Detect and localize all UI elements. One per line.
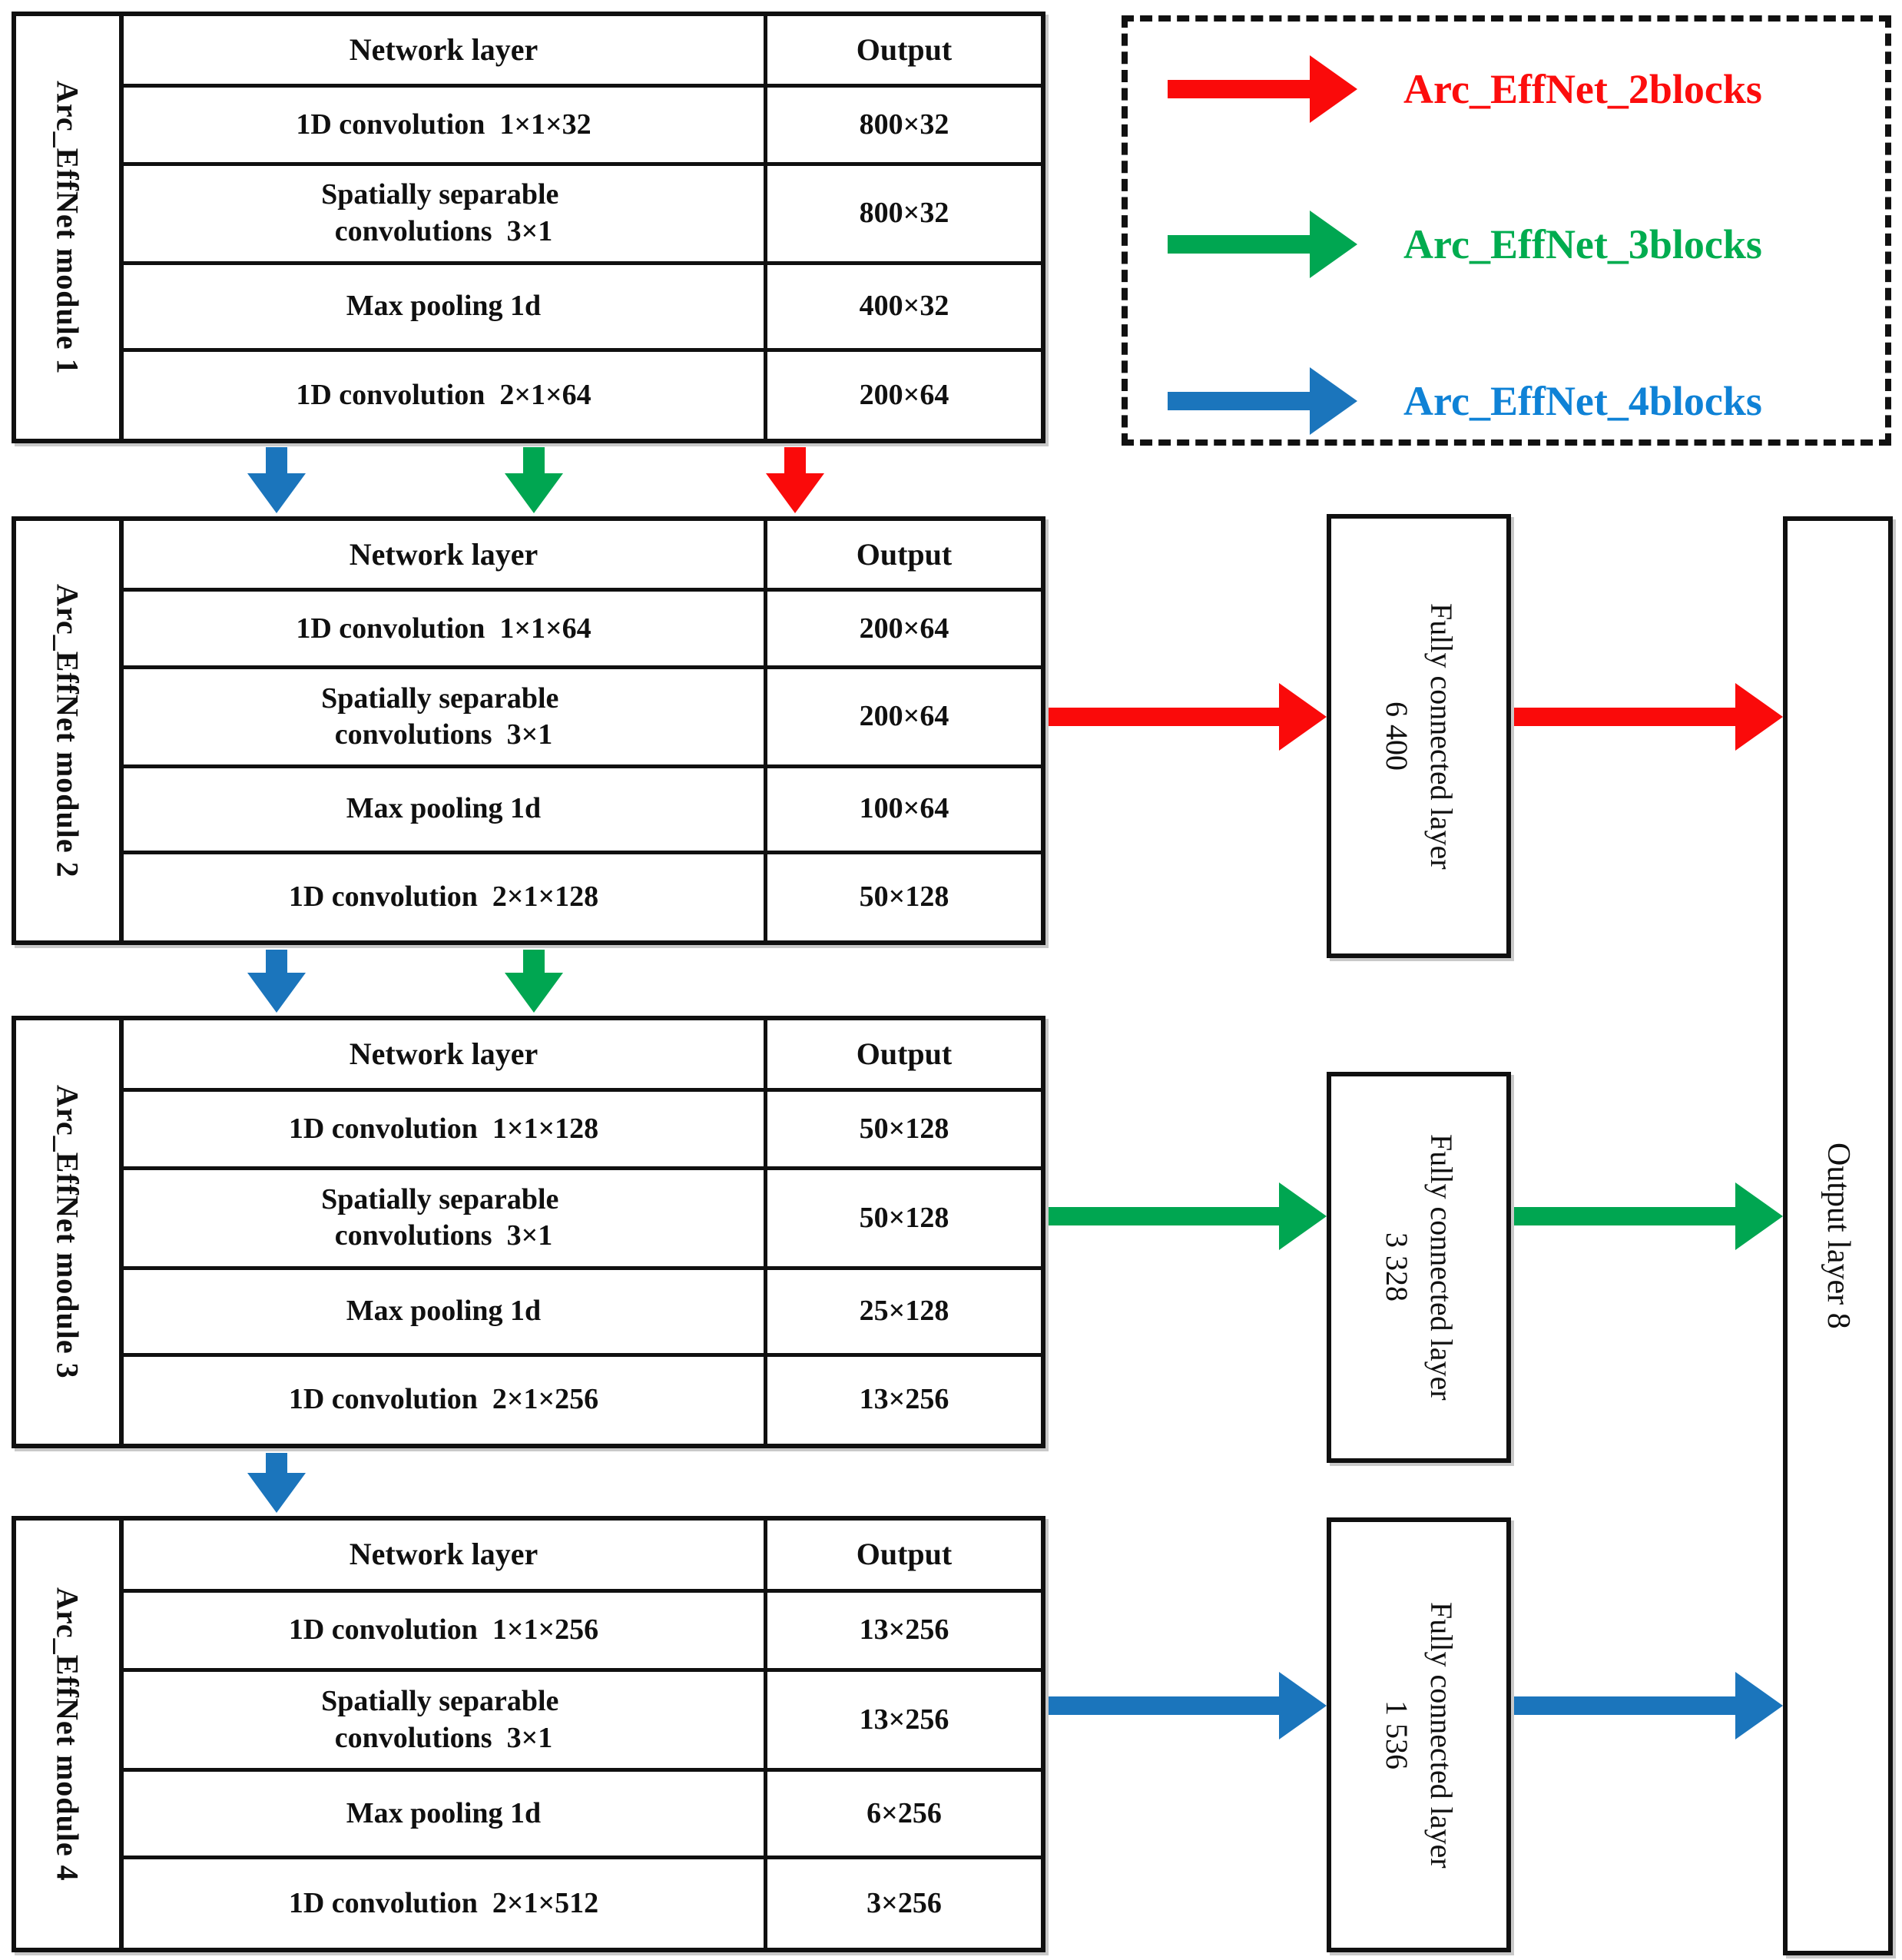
module-3-row-layer: Max pooling 1d <box>124 1265 767 1353</box>
legend-item: Arc_EffNet_2blocks <box>1168 54 1762 124</box>
module-3-header-output: Output <box>856 1036 953 1072</box>
module-4-row-output: 13×256 <box>767 1588 1041 1668</box>
blue-right-arrow-icon <box>1168 366 1357 436</box>
module-3-row-output: 25×128 <box>767 1265 1041 1353</box>
fully-connected-layer-2-box: Fully connected layer 3 328 <box>1327 1072 1511 1463</box>
down-arrow-green-icon <box>505 950 563 1013</box>
module-3-header-layer: Network layer <box>124 1020 767 1089</box>
module-2-row-layer: 1D convolution 2×1×128 <box>124 850 767 940</box>
module-1-row-layer: Spatially separable convolutions 3×1 <box>124 161 767 261</box>
fc-3-line1: Fully connected layer <box>1424 1601 1459 1869</box>
module-1-row-output: 200×64 <box>767 347 1041 439</box>
module-4-row-output: 6×256 <box>767 1768 1041 1856</box>
module-3-label: Arc_EffNet module 3 <box>16 1020 124 1444</box>
module-3-row-layer: Spatially separable convolutions 3×1 <box>124 1166 767 1266</box>
module-3-row-output: 50×128 <box>767 1166 1041 1265</box>
module-3-row-output: 13×256 <box>767 1352 1041 1444</box>
right-arrow-red-icon <box>1049 683 1327 751</box>
module-4-row-layer: 1D convolution 2×1×512 <box>124 1856 767 1948</box>
down-arrow-blue-icon <box>247 950 306 1013</box>
module-3-table: Arc_EffNet module 3 Network layer Output… <box>12 1016 1045 1448</box>
down-arrow-blue-icon <box>247 1453 306 1513</box>
module-4-header-output: Output <box>856 1537 953 1572</box>
module-4-label: Arc_EffNet module 4 <box>16 1521 124 1948</box>
module-2-label-text: Arc_EffNet module 2 <box>50 583 85 878</box>
legend-item: Arc_EffNet_4blocks <box>1168 366 1762 436</box>
legend-label-2blocks: Arc_EffNet_2blocks <box>1403 66 1762 112</box>
module-4-label-text: Arc_EffNet module 4 <box>50 1587 85 1882</box>
fully-connected-layer-3-box: Fully connected layer 1 536 <box>1327 1517 1511 1952</box>
fully-connected-layer-2-text: Fully connected layer 3 328 <box>1374 1134 1463 1401</box>
fc-2-line2: 3 328 <box>1380 1232 1414 1302</box>
right-arrow-blue-icon <box>1049 1672 1327 1739</box>
module-4-row-layer: 1D convolution 1×1×256 <box>124 1588 767 1668</box>
right-arrow-blue-icon <box>1511 1672 1783 1739</box>
module-4-header-layer: Network layer <box>124 1521 767 1589</box>
module-3-row-layer: 1D convolution 2×1×256 <box>124 1352 767 1444</box>
module-4-row-output: 13×256 <box>767 1667 1041 1769</box>
module-1-label: Arc_EffNet module 1 <box>16 16 124 439</box>
module-4-row-layer: Spatially separable convolutions 3×1 <box>124 1667 767 1769</box>
output-layer-box: Output layer 8 <box>1783 516 1893 1955</box>
module-1-row-layer: 1D convolution 2×1×64 <box>124 347 767 439</box>
module-2-row-output: 200×64 <box>767 665 1041 764</box>
fully-connected-layer-3-text: Fully connected layer 1 536 <box>1374 1602 1463 1869</box>
legend-box: Arc_EffNet_2blocks Arc_EffNet_3blocks Ar… <box>1122 15 1891 446</box>
module-3-row-output: 50×128 <box>767 1088 1041 1166</box>
module-2-header-layer: Network layer <box>124 521 767 589</box>
module-1-row-output: 800×32 <box>767 84 1041 162</box>
module-2-label: Arc_EffNet module 2 <box>16 521 124 940</box>
module-2-row-layer: 1D convolution 1×1×64 <box>124 588 767 666</box>
right-arrow-green-icon <box>1049 1182 1327 1250</box>
fc-1-line2: 6 400 <box>1380 701 1414 771</box>
module-4-row-output: 3×256 <box>767 1856 1041 1948</box>
module-1-row-layer: 1D convolution 1×1×32 <box>124 84 767 162</box>
fully-connected-layer-1-box: Fully connected layer 6 400 <box>1327 514 1511 958</box>
module-2-row-output: 50×128 <box>767 850 1041 940</box>
module-4-table: Arc_EffNet module 4 Network layer Output… <box>12 1516 1045 1952</box>
legend-label-4blocks: Arc_EffNet_4blocks <box>1403 378 1762 424</box>
fc-3-line2: 1 536 <box>1380 1700 1414 1769</box>
module-2-table: Arc_EffNet module 2 Network layer Output… <box>12 516 1045 945</box>
green-right-arrow-icon <box>1168 209 1357 280</box>
fc-2-line1: Fully connected layer <box>1424 1134 1459 1401</box>
down-arrow-blue-icon <box>247 447 306 513</box>
module-2-header-output: Output <box>856 536 953 572</box>
module-2-row-output: 200×64 <box>767 588 1041 665</box>
module-1-header-output: Output <box>856 32 953 67</box>
legend-label-3blocks: Arc_EffNet_3blocks <box>1403 221 1762 267</box>
output-layer-text: Output layer 8 <box>1820 1143 1856 1329</box>
module-1-row-output: 400×32 <box>767 261 1041 348</box>
module-2-row-layer: Max pooling 1d <box>124 764 767 851</box>
fc-1-line1: Fully connected layer <box>1424 602 1459 870</box>
module-3-row-layer: 1D convolution 1×1×128 <box>124 1088 767 1167</box>
module-4-row-layer: Max pooling 1d <box>124 1768 767 1856</box>
right-arrow-green-icon <box>1511 1182 1783 1250</box>
module-3-label-text: Arc_EffNet module 3 <box>50 1085 85 1379</box>
module-1-header-layer: Network layer <box>124 16 767 84</box>
fully-connected-layer-1-text: Fully connected layer 6 400 <box>1374 603 1463 870</box>
legend-item: Arc_EffNet_3blocks <box>1168 209 1762 280</box>
module-1-label-text: Arc_EffNet module 1 <box>50 80 85 375</box>
module-1-row-layer: Max pooling 1d <box>124 261 767 348</box>
module-2-row-layer: Spatially separable convolutions 3×1 <box>124 665 767 764</box>
red-right-arrow-icon <box>1168 54 1357 124</box>
down-arrow-green-icon <box>505 447 563 513</box>
down-arrow-red-icon <box>766 447 824 513</box>
module-1-row-output: 800×32 <box>767 161 1041 261</box>
module-2-row-output: 100×64 <box>767 764 1041 851</box>
right-arrow-red-icon <box>1511 683 1783 751</box>
module-1-table: Arc_EffNet module 1 Network layer Output… <box>12 12 1045 443</box>
